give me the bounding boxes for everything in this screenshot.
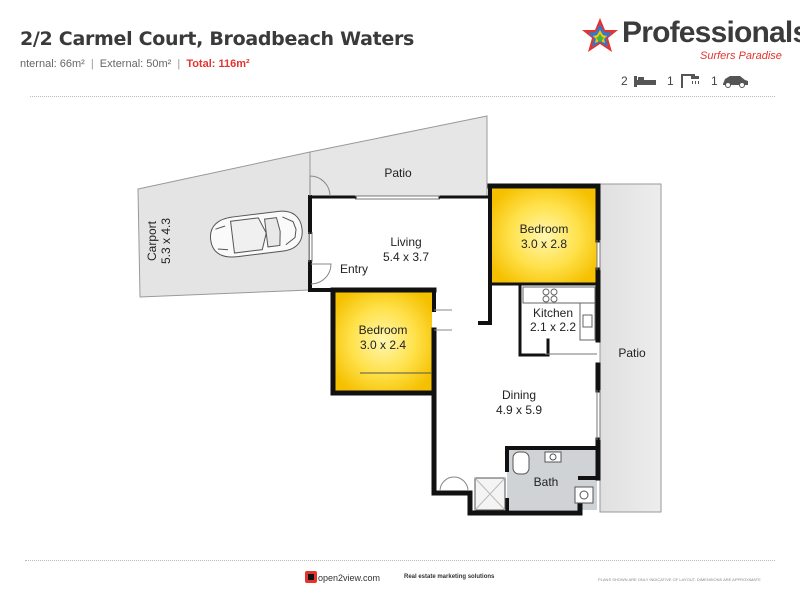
living-label: Living (390, 235, 421, 249)
bed-icon (634, 76, 656, 87)
bedroom-1-label: Bedroom (520, 222, 569, 236)
external-area: External: 50m² (99, 58, 172, 70)
footer-disclaimer: PLANS SHOWN ARE ONLY INDICATIVE OF LAYOU… (598, 577, 761, 582)
patio-top-label: Patio (384, 166, 412, 180)
baths-count: 1 (667, 74, 674, 88)
entry-label: Entry (340, 262, 368, 276)
patio-top-area (309, 115, 488, 197)
kitchen-fixtures (522, 286, 596, 341)
star-logo-icon (582, 18, 618, 52)
area-summary: nternal: 66m² | External: 50m² | Total: … (20, 58, 250, 70)
cars-count: 1 (711, 74, 718, 88)
beds-count: 2 (621, 74, 628, 88)
shower-icon (681, 74, 699, 88)
bedroom-2-floor (334, 291, 432, 391)
patio-right-label: Patio (618, 346, 646, 360)
header-divider (30, 96, 775, 97)
bedroom-1-floor (492, 188, 597, 284)
bedroom-2-dim: 3.0 x 2.4 (360, 338, 406, 352)
area-separator: | (177, 58, 181, 70)
logo-wordmark: Professionals (622, 16, 800, 49)
dining-label: Dining (502, 388, 536, 402)
walls (308, 183, 601, 516)
footer-divider (25, 560, 775, 561)
bedroom-1-dim: 3.0 x 2.8 (521, 237, 567, 251)
agency-logo: Professionals Surfers Paradise (578, 14, 800, 64)
car-icon (723, 76, 748, 88)
footer-tagline: Real estate marketing solutions (404, 574, 495, 580)
dining-dim: 4.9 x 5.9 (496, 403, 542, 417)
total-area: Total: 116m² (186, 58, 250, 70)
patio-right-area (599, 183, 662, 513)
logo-subtitle: Surfers Paradise (700, 50, 782, 62)
door-swings (309, 175, 469, 492)
living-dim: 5.4 x 3.7 (383, 250, 429, 264)
bath-label: Bath (534, 475, 559, 489)
bath-fixtures (474, 451, 594, 511)
property-address: 2/2 Carmel Court, Broadbeach Waters (20, 28, 415, 50)
kitchen-dim: 2.1 x 2.2 (530, 320, 576, 334)
open2view-logo-icon (305, 571, 317, 583)
bedroom-2-label: Bedroom (359, 323, 408, 337)
carport-label: Carport (145, 220, 159, 261)
carport-dim: 5.3 x 4.3 (159, 218, 173, 264)
footer-brand: open2view.com (318, 573, 381, 583)
internal-area: nternal: 66m² (20, 58, 85, 70)
car-drawing (210, 210, 303, 258)
area-separator: | (90, 58, 94, 70)
kitchen-label: Kitchen (533, 306, 573, 320)
